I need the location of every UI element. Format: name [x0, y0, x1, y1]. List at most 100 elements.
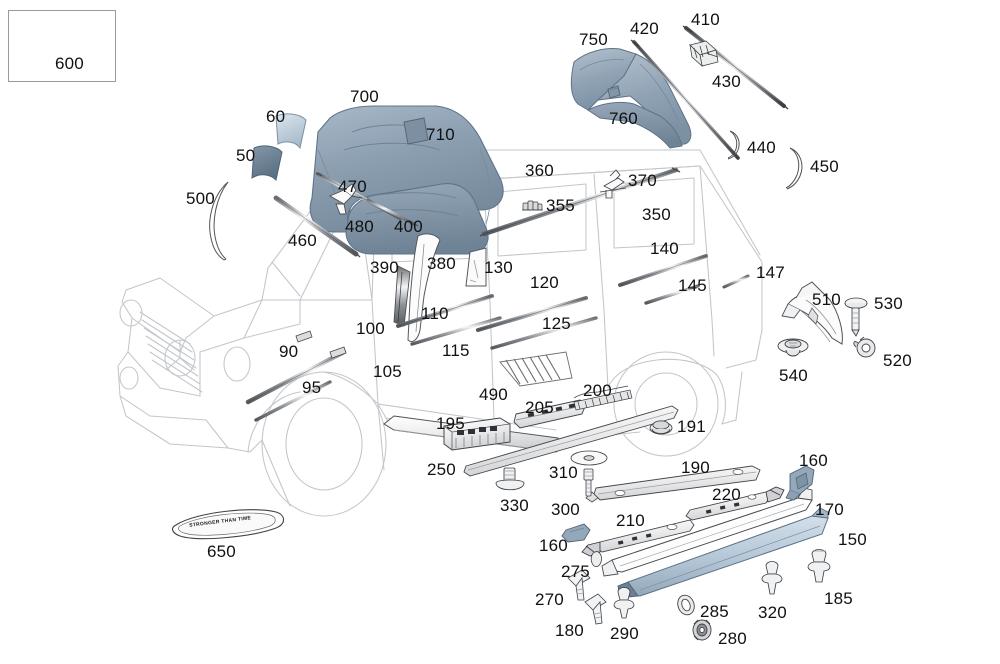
callout-label-50: 50 [236, 146, 256, 165]
part-180-screw [584, 593, 607, 625]
callout-label-540: 540 [779, 366, 808, 385]
callout-label-330: 330 [500, 496, 529, 515]
callout-label-95: 95 [302, 378, 322, 397]
callout-label-520: 520 [883, 351, 912, 370]
callout-label-490: 490 [479, 385, 508, 404]
part-195-end-cap [443, 417, 511, 451]
callout-label-210: 210 [616, 511, 645, 530]
callout-label-450: 450 [810, 157, 839, 176]
callout-label-185: 185 [824, 589, 853, 608]
callout-label-150: 150 [838, 530, 867, 549]
callout-label-360: 360 [525, 161, 554, 180]
callout-label-190: 190 [681, 458, 710, 477]
part-430-connector [689, 40, 719, 68]
part-370-bracket [599, 169, 627, 199]
part-330-rivet [495, 467, 525, 491]
callout-label-470: 470 [338, 177, 367, 196]
callout-label-120: 120 [530, 273, 559, 292]
inset-frame [8, 10, 116, 82]
part-520-nut [853, 336, 876, 358]
part-480-bracket [328, 183, 363, 215]
part-540-grommet [777, 338, 809, 357]
part-320-rivet [761, 561, 783, 595]
part-460-rod [273, 195, 361, 258]
part-410-moulding [682, 25, 789, 110]
callout-label-320: 320 [758, 603, 787, 622]
part-400-rod [366, 198, 419, 227]
callout-label-600: 600 [55, 54, 84, 73]
callout-label-390: 390 [370, 258, 399, 277]
callout-label-100: 100 [356, 319, 385, 338]
callout-label-480: 480 [345, 217, 374, 236]
part-185-rivet [807, 549, 831, 583]
callout-label-60: 60 [266, 107, 286, 126]
part-710-insert [403, 117, 429, 145]
part-420-moulding [630, 39, 740, 160]
callout-label-170: 170 [815, 500, 844, 519]
part-270-screw [567, 569, 591, 601]
callout-label-355: 355 [546, 196, 575, 215]
part-200-clip-strip [573, 385, 633, 411]
part-170-step-frame [601, 487, 813, 577]
callout-label-105: 105 [373, 362, 402, 381]
callout-label-147: 147 [756, 263, 785, 282]
callout-label-400: 400 [394, 217, 423, 236]
callout-label-420: 420 [630, 19, 659, 38]
part-650-badge [171, 509, 285, 540]
part-290-rivet [613, 587, 635, 619]
callout-label-440: 440 [747, 138, 776, 157]
callout-label-275: 275 [561, 562, 590, 581]
callout-label-300: 300 [551, 500, 580, 519]
part-380-pillar-trim [407, 233, 441, 343]
part-355-clip [522, 200, 543, 211]
callout-label-270: 270 [535, 590, 564, 609]
callout-label-500: 500 [186, 189, 215, 208]
callout-label-530: 530 [874, 294, 903, 313]
part-510-mudflap [781, 281, 843, 345]
callout-label-370: 370 [628, 171, 657, 190]
part-530-screw [844, 297, 868, 337]
callout-label-145: 145 [678, 276, 707, 295]
callout-label-90: 90 [279, 342, 299, 361]
callout-label-760: 760 [609, 109, 638, 128]
callout-label-700: 700 [350, 87, 379, 106]
callout-label-750: 750 [579, 30, 608, 49]
part-160-bracket-left [561, 523, 591, 543]
callout-label-650: 650 [207, 542, 236, 561]
part-250-strip [463, 405, 679, 477]
callout-label-160: 160 [799, 451, 828, 470]
part-500-seal [209, 181, 229, 261]
callout-label-350: 350 [642, 205, 671, 224]
part-300-bolt [583, 468, 594, 497]
callout-label-310: 310 [549, 463, 578, 482]
callout-label-195: 195 [436, 414, 465, 433]
callout-label-180: 180 [555, 621, 584, 640]
callout-label-140: 140 [650, 239, 679, 258]
part-130-window-trim [465, 247, 487, 287]
callout-label-160b: 160 [539, 536, 568, 555]
part-191-grommet [649, 420, 673, 435]
callout-label-200: 200 [583, 381, 612, 400]
callout-label-280: 280 [718, 629, 747, 648]
callout-label-510: 510 [812, 290, 841, 309]
callout-label-460: 460 [288, 231, 317, 250]
part-760-cap [607, 85, 621, 99]
part-750-roof-rail [570, 48, 692, 149]
part-440-seal [727, 130, 740, 160]
callout-label-410: 410 [691, 10, 720, 29]
callout-label-285: 285 [700, 602, 729, 621]
callout-label-205: 205 [525, 398, 554, 417]
part-285-eyelet [677, 594, 695, 616]
part-450-seal [785, 147, 803, 190]
callout-label-130: 130 [484, 258, 513, 277]
callout-label-191: 191 [677, 417, 706, 436]
callout-label-125: 125 [542, 314, 571, 333]
callout-label-115: 115 [442, 341, 470, 360]
part-700-hood-panel [309, 105, 504, 255]
part-60-corner-trim [275, 113, 307, 150]
callout-label-290: 290 [610, 624, 639, 643]
callout-label-380: 380 [427, 254, 456, 273]
callout-label-220: 220 [712, 485, 741, 504]
